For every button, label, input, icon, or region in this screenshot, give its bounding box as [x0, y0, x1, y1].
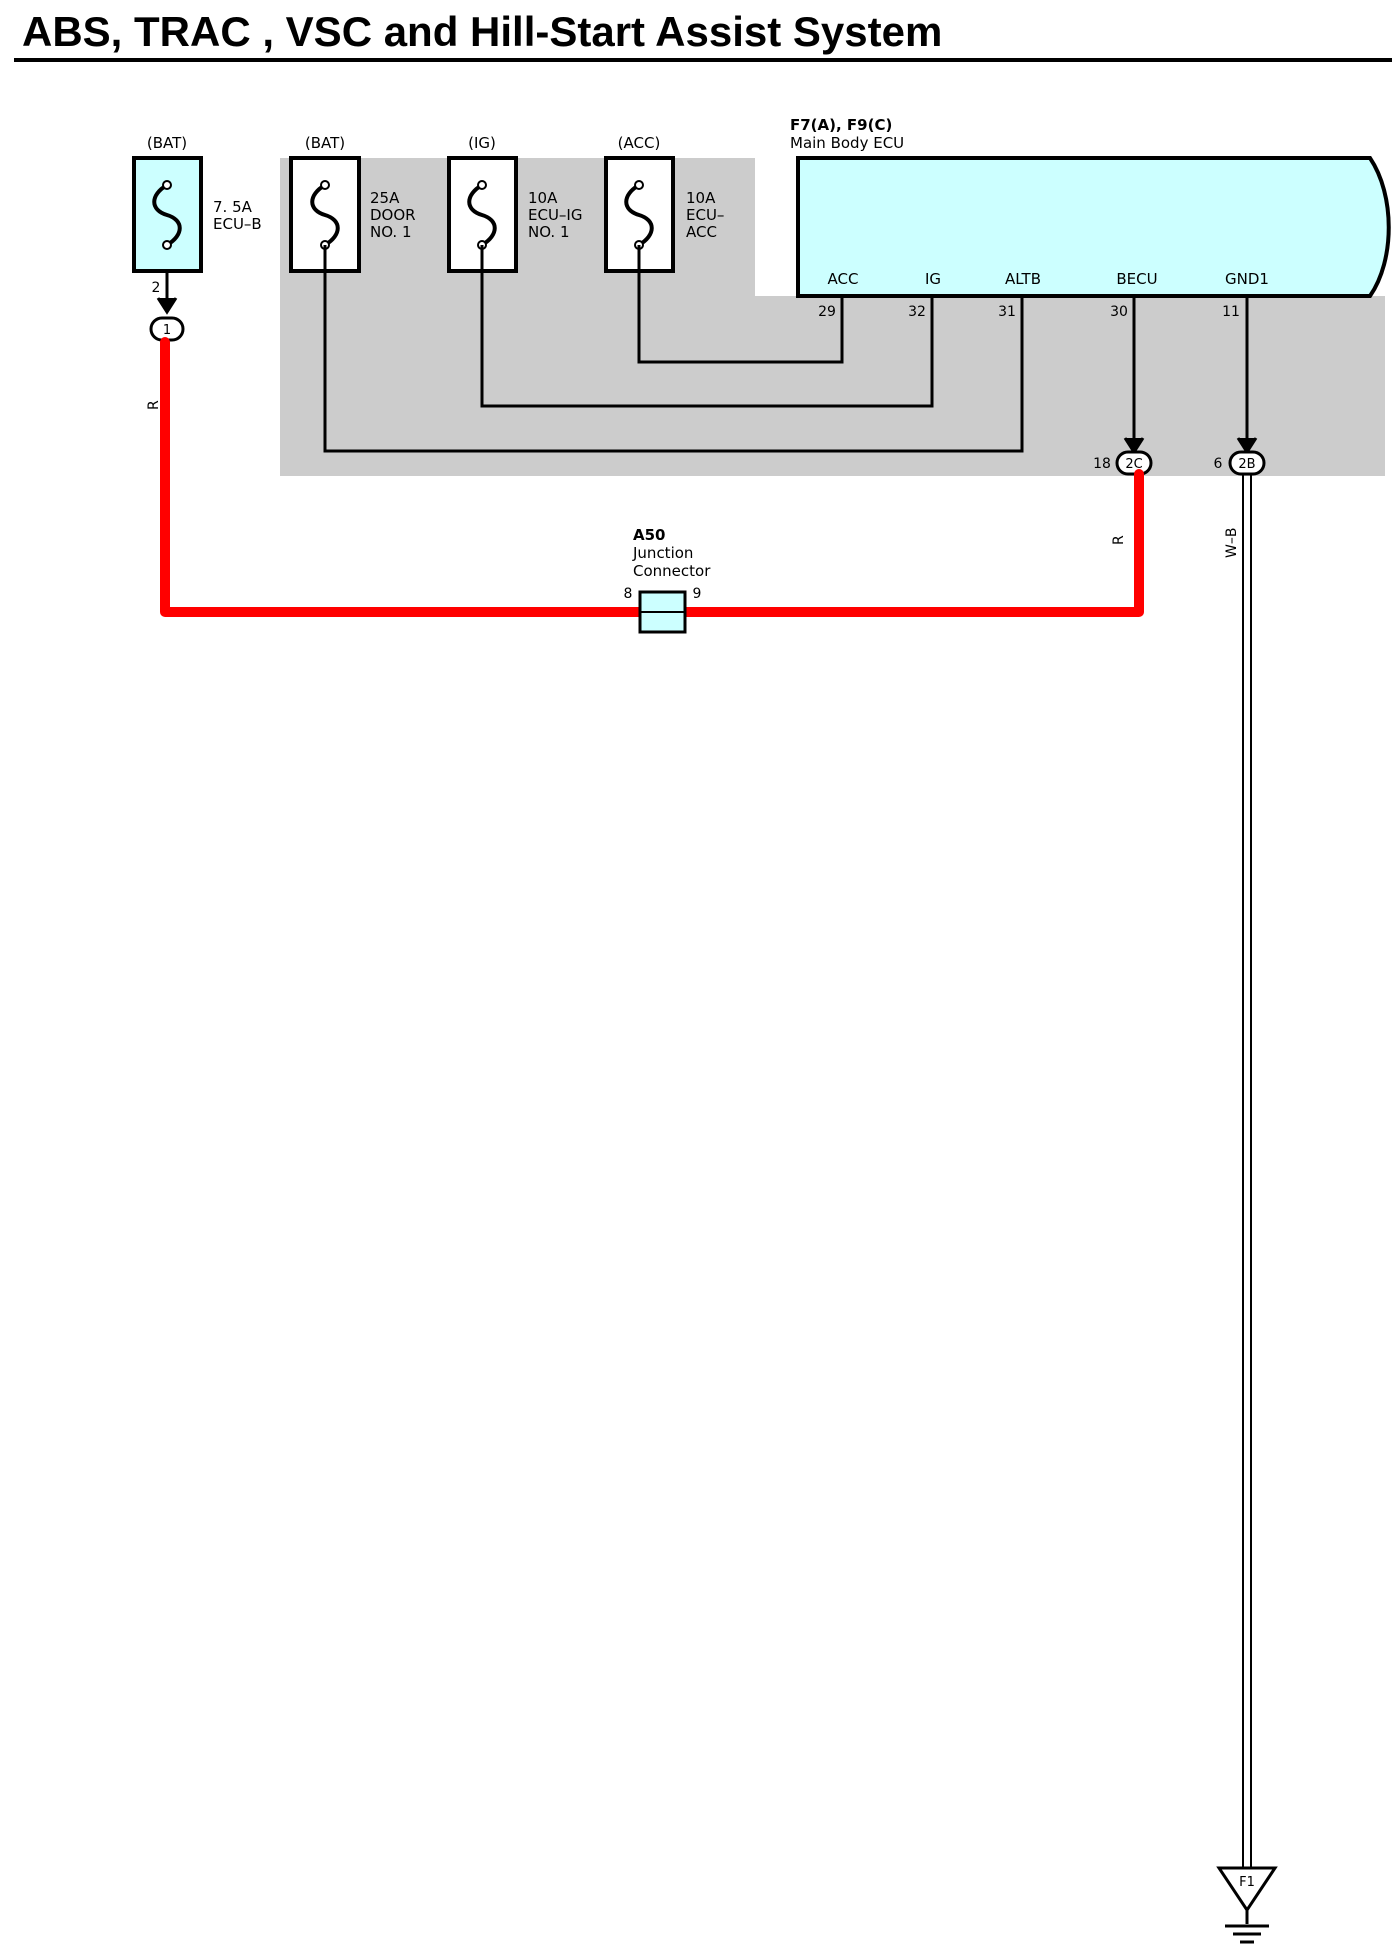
fuse1-pin: 2	[152, 280, 161, 296]
terminal-gnd1: GND1	[1225, 270, 1269, 288]
ecu-code: F7(A), F9(C)	[790, 116, 892, 134]
wire-acc-to-acc	[637, 245, 844, 364]
fuse2-name-line1: DOOR	[370, 206, 416, 224]
connector-2b-pin: 6	[1214, 456, 1223, 472]
fuse-icon	[132, 156, 203, 273]
arrow-icon	[156, 297, 178, 315]
fuse2-rating: 25A	[370, 189, 400, 207]
fuse3-name-line1: ECU–IG	[528, 206, 582, 224]
fuse3-rating: 10A	[528, 189, 558, 207]
fuse4-source: (ACC)	[618, 134, 661, 152]
main-body-ecu-box	[796, 156, 1391, 298]
pin-11: 11	[1222, 304, 1240, 320]
fuse-icon	[447, 156, 518, 273]
wire-ig-to-ig	[480, 245, 934, 408]
junction-code: A50	[633, 526, 665, 544]
wire-label-right: R	[1111, 535, 1127, 545]
terminal-becu: BECU	[1116, 270, 1157, 288]
connector-2c-pin: 18	[1093, 456, 1111, 472]
pin-31: 31	[998, 304, 1016, 320]
terminal-acc: ACC	[828, 270, 859, 288]
terminal-ig: IG	[925, 270, 941, 288]
fuse1-rating: 7. 5A	[213, 198, 253, 216]
svg-text:1: 1	[163, 323, 171, 338]
connector-1: 1	[149, 316, 185, 342]
wire-label-left: R	[146, 400, 162, 410]
connector-2b: 2B	[1228, 450, 1266, 476]
ground-label: F1	[1239, 1875, 1255, 1890]
junction-connector	[638, 590, 687, 634]
pin-30: 30	[1110, 304, 1128, 320]
fuse2-source: (BAT)	[305, 134, 345, 152]
wire-label-ground: W–B	[1224, 528, 1240, 558]
fuse4-name-line2: ACC	[686, 223, 717, 241]
fuse2-name-line2: NO. 1	[370, 223, 412, 241]
svg-text:2B: 2B	[1238, 457, 1255, 472]
fuse4-name-line1: ECU–	[686, 206, 724, 224]
fuse1-name-line1: ECU–B	[213, 215, 262, 233]
wire-door-to-altb	[323, 245, 1024, 453]
junction-name-line1: Junction	[632, 544, 693, 562]
junction-pin-right: 9	[693, 586, 702, 602]
svg-text:2C: 2C	[1125, 457, 1142, 472]
fuse3-source: (IG)	[468, 134, 496, 152]
fuse3-name-line2: NO. 1	[528, 223, 570, 241]
terminal-altb: ALTB	[1005, 270, 1041, 288]
pin-32: 32	[908, 304, 926, 320]
junction-pin-left: 8	[624, 586, 633, 602]
ecu-name: Main Body ECU	[790, 134, 904, 152]
ground-icon	[1216, 1866, 1278, 1944]
connector-2c: 2C	[1115, 450, 1153, 476]
fuse1-source: (BAT)	[147, 134, 187, 152]
fuse4-rating: 10A	[686, 189, 716, 207]
shaded-region	[280, 158, 1385, 476]
junction-name-line2: Connector	[633, 562, 711, 580]
pin-29: 29	[818, 304, 836, 320]
page-title: ABS, TRAC , VSC and Hill-Start Assist Sy…	[22, 8, 942, 55]
